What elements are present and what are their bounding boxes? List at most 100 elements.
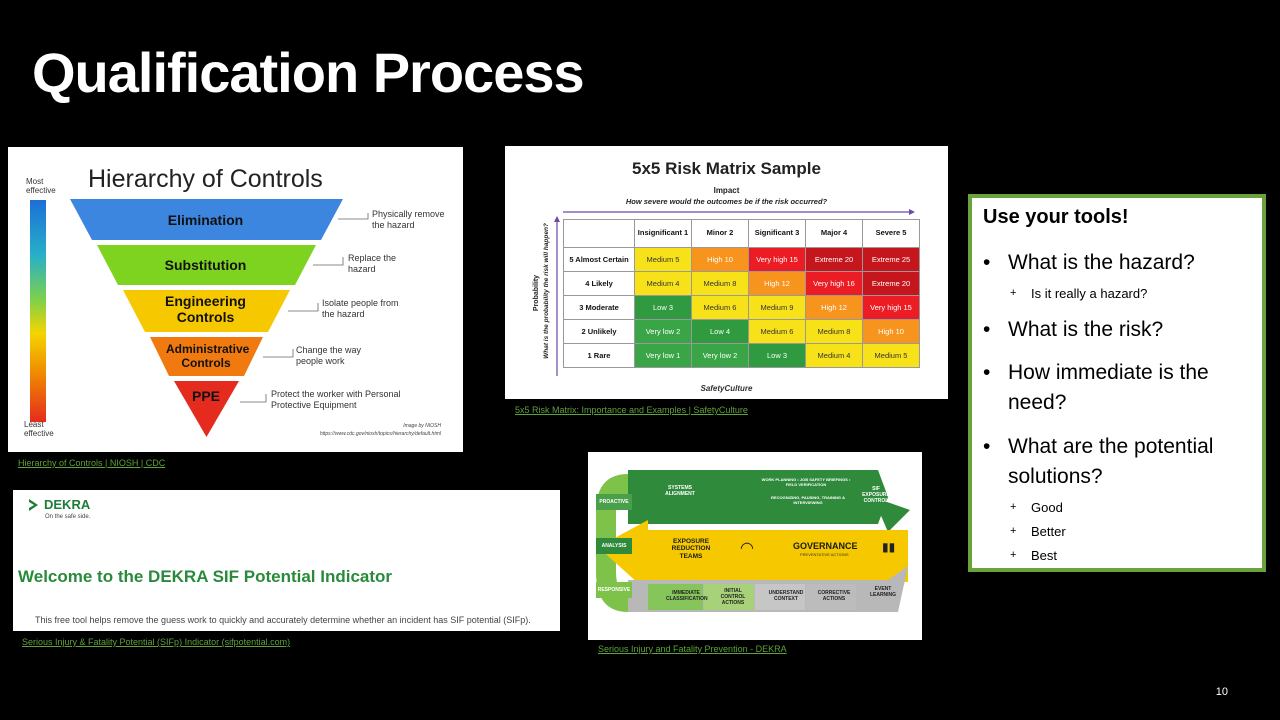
dekra-description: This free tool helps remove the guess wo…: [35, 615, 531, 625]
sub-bullet-text: Good: [1031, 500, 1063, 515]
risk-matrix-link[interactable]: 5x5 Risk Matrix: Importance and Examples…: [515, 405, 748, 415]
dekra-sif-indicator-image: DEKRA On the safe side. Welcome to the D…: [13, 490, 560, 631]
plus-icon: +: [1010, 287, 1017, 299]
dekra-sifp-link[interactable]: Serious Injury & Fatality Potential (SIF…: [22, 637, 291, 647]
bullet-dot: •: [983, 361, 991, 384]
risk-cell: High 12: [805, 295, 863, 320]
layer-ppe: [174, 381, 239, 437]
hierarchy-link[interactable]: Hierarchy of Controls | NIOSH | CDC: [18, 458, 166, 468]
risk-cell: Extreme 25: [862, 247, 920, 272]
sif-recognizing: RECOGNIZING, PAUSING, TRAINING & INTERVI…: [771, 495, 845, 505]
bullet-dot: •: [983, 318, 991, 341]
page-number: 10: [1215, 686, 1228, 698]
sub-bullet-text: Better: [1031, 524, 1066, 539]
side-label-administrative: Change the way people work: [296, 345, 362, 367]
risk-cell: Extreme 20: [862, 271, 920, 296]
layer-label-ppe: PPE: [191, 388, 220, 404]
risk-cell: Extreme 20: [805, 247, 863, 272]
probability-arrow: [554, 216, 560, 376]
risk-cell: High 12: [748, 271, 806, 296]
risk-cell: Medium 8: [691, 271, 749, 296]
safetyculture-brand: SafetyCulture: [700, 384, 753, 393]
niosh-credit: Image by NIOSH: [403, 423, 441, 429]
impact-arrow: [563, 209, 915, 215]
risk-cell: Low 3: [634, 295, 692, 320]
sif-exposure-reduction-teams: EXPOSURE REDUCTION TEAMS: [671, 538, 711, 560]
bullet-text: How immediate is the need?: [1008, 361, 1209, 414]
risk-cell: High 10: [691, 247, 749, 272]
risk-cell: Very low 1: [634, 343, 692, 368]
sif-work-planning: WORK PLANNING • JOB SAFETY BRIEFINGS • F…: [761, 477, 851, 487]
sif-immediate-classification: IMMEDIATE CLASSIFICATION: [666, 590, 708, 602]
layer-substitution: [97, 245, 316, 285]
probability-row-label: 3 Moderate: [563, 295, 635, 320]
risk-cell: Low 3: [748, 343, 806, 368]
bar-chart-icon: ▮▮: [882, 540, 896, 554]
slide-title: Qualification Process: [32, 41, 585, 104]
sub-bullet-text: Is it really a hazard?: [1031, 286, 1148, 301]
layer-label-substitution: Substitution: [164, 257, 247, 273]
risk-cell: Medium 6: [691, 295, 749, 320]
impact-column-header: Severe 5: [862, 219, 920, 248]
dekra-welcome: Welcome to the DEKRA SIF Potential Indic…: [18, 567, 393, 586]
sif-responsive: RESPONSIVE: [597, 587, 631, 593]
bullet-text: What is the hazard?: [1008, 251, 1195, 274]
risk-cell: Medium 5: [634, 247, 692, 272]
hierarchy-pyramid: [70, 199, 369, 437]
side-label-engineering: Isolate people from the hazard: [322, 298, 399, 320]
niosh-url: https://www.cdc.gov/niosh/topics/hierarc…: [319, 431, 441, 437]
sif-prevention-link[interactable]: Serious Injury and Fatality Prevention -…: [598, 644, 787, 654]
probability-label-text: Probability: [533, 274, 540, 312]
use-your-tools-box: Use your tools! • What is the hazard? + …: [968, 194, 1266, 572]
sif-initial-control-actions: INITIAL CONTROL ACTIONS: [720, 588, 746, 606]
risk-cell: Very low 2: [634, 319, 692, 344]
probability-question: What is the probability the risk will ha…: [543, 211, 550, 371]
dekra-logo-icon: [29, 499, 38, 511]
sub-bullet-text: Best: [1031, 548, 1058, 563]
side-label-ppe: Protect the worker with Personal Protect…: [271, 389, 401, 411]
layer-label-administrative: Administrative Controls: [166, 342, 250, 370]
risk-cell: Medium 6: [748, 319, 806, 344]
side-label-substitution: Replace the hazard: [348, 253, 397, 275]
bullet-text: What is the risk?: [1008, 318, 1164, 341]
risk-cell: Very high 15: [748, 247, 806, 272]
probability-label: Probability: [533, 218, 540, 368]
layer-label-engineering: Engineering Controls: [165, 293, 246, 326]
sif-understand-context: UNDERSTAND CONTEXT: [768, 590, 804, 602]
dekra-logo: DEKRA: [44, 497, 91, 512]
impact-column-header: Minor 2: [691, 219, 749, 248]
impact-column-header: Major 4: [805, 219, 863, 248]
probability-row-label: 2 Unlikely: [563, 319, 635, 344]
sif-systems-alignment: SYSTEMS ALIGNMENT: [665, 485, 695, 497]
risk-cell: Very high 15: [862, 295, 920, 320]
probability-row-label: 4 Likely: [563, 271, 635, 296]
sif-diagram-shapes: [596, 470, 910, 612]
least-effective-label: Least effective: [24, 420, 54, 438]
gauge-icon: ◠: [740, 540, 754, 557]
dekra-tagline: On the safe side.: [45, 514, 91, 520]
layer-engineering: [123, 290, 290, 332]
sif-corrective-actions: CORRECTIVE ACTIONS: [817, 590, 851, 602]
hierarchy-of-controls-image: Hierarchy of Controls Most effective Lea…: [8, 147, 463, 452]
impact-column-header: Significant 3: [748, 219, 806, 248]
layer-administrative: [150, 337, 263, 376]
risk-cell: Medium 4: [805, 343, 863, 368]
impact-label: Impact: [713, 186, 740, 195]
risk-cell: Low 4: [691, 319, 749, 344]
probability-row-label: 5 Almost Certain: [563, 247, 635, 272]
bullet-dot: •: [983, 435, 991, 458]
side-label-elimination: Physically remove the hazard: [372, 209, 445, 231]
most-effective-label: Most effective: [26, 177, 56, 195]
risk-cell: Medium 8: [805, 319, 863, 344]
risk-cell: Very low 2: [691, 343, 749, 368]
risk-cell: High 10: [862, 319, 920, 344]
risk-cell: Very high 16: [805, 271, 863, 296]
probability-question-text: What is the probability the risk will ha…: [543, 223, 550, 359]
